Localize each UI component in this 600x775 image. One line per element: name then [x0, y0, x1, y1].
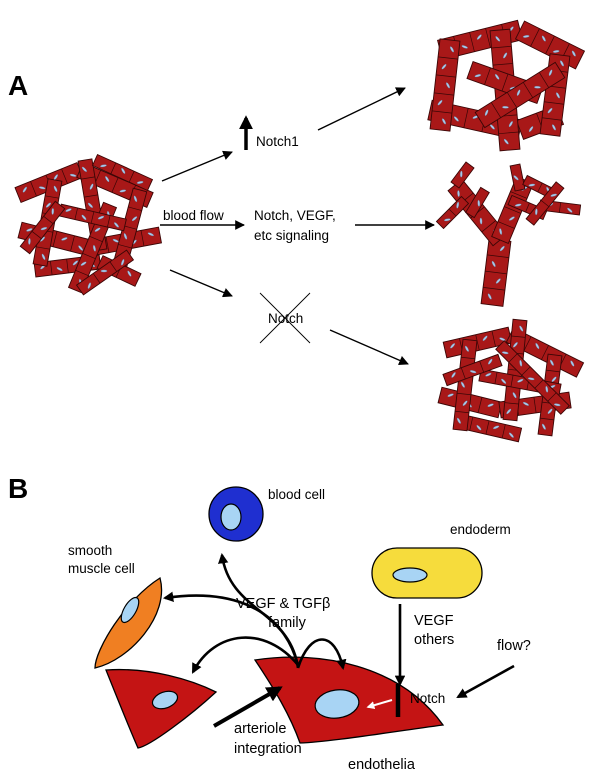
arrow-notch1-to-network: [317, 87, 406, 131]
vessel-segment: [19, 200, 66, 255]
arrow-self-loop: [296, 638, 347, 671]
label-endoderm: endoderm: [450, 522, 511, 537]
vessel-segment: [442, 353, 503, 387]
label-vegf-tgf-line2: family: [268, 615, 307, 631]
vascular-network-notch1-up: [427, 19, 586, 152]
vessel-segment: [450, 161, 475, 189]
label-signaling-line1: Notch, VEGF,: [254, 208, 336, 223]
smooth-muscle-nucleus: [120, 596, 140, 624]
arrow-to-smooth-muscle: [162, 591, 300, 666]
label-vegf-line1: VEGF: [414, 613, 454, 629]
vessel-segment: [480, 238, 512, 307]
label-notch1: Notch1: [256, 134, 299, 149]
label-arteriole-line2: integration: [234, 741, 302, 757]
arrow-to-notch-loss: [169, 269, 233, 298]
arrow-flow: [456, 664, 515, 699]
internal-signal-arrow: [366, 699, 393, 710]
label-vegf-tgf-line1: VEGF & TGFβ: [236, 596, 330, 612]
label-notch: Notch: [410, 691, 445, 706]
label-vegf-line2: others: [414, 632, 454, 648]
arrow-to-notch1: [161, 150, 233, 182]
endothelial-cell-main-nucleus: [314, 689, 360, 719]
vessel-segment: [435, 195, 470, 230]
vessel-segment: [474, 61, 566, 129]
label-smooth-line1: smooth: [68, 543, 112, 558]
label-blood-cell: blood cell: [268, 487, 325, 502]
label-blood-flow: blood flow: [163, 208, 224, 223]
cross-out-line-2: [259, 292, 311, 344]
label-arteriole-line1: arteriole: [234, 721, 286, 737]
vessel-segment: [509, 163, 526, 192]
blood-cell-nucleus: [220, 503, 242, 531]
arrow-arteriole-integration: [213, 686, 283, 728]
arrow-to-small-endothelial: [191, 636, 300, 674]
vessel-segment: [465, 186, 490, 219]
panel-b-letter: B: [8, 473, 28, 504]
endothelial-cell-small-nucleus: [151, 690, 179, 710]
label-signaling-line2: etc signaling: [254, 228, 329, 243]
panel-a-letter: A: [8, 70, 28, 101]
vessel-segment: [91, 153, 154, 192]
vascular-network-initial: [14, 153, 162, 296]
vessel-segment: [505, 327, 585, 378]
endoderm-nucleus: [392, 567, 428, 583]
label-smooth-line2: muscle cell: [68, 561, 135, 576]
smooth-muscle-cell: [94, 576, 163, 669]
vessel-segment: [429, 38, 461, 132]
arrow-notch-loss-to-network: [329, 329, 409, 365]
vessel-segment: [75, 249, 135, 296]
vessel-segment: [491, 175, 534, 245]
vascular-network-notch-loss: [437, 318, 585, 443]
label-flow: flow?: [497, 638, 531, 654]
label-endothelia: endothelia: [348, 757, 416, 773]
vessel-segment: [495, 340, 570, 415]
vessel-segment: [525, 181, 565, 226]
vascular-network-remodeled: [435, 161, 582, 307]
